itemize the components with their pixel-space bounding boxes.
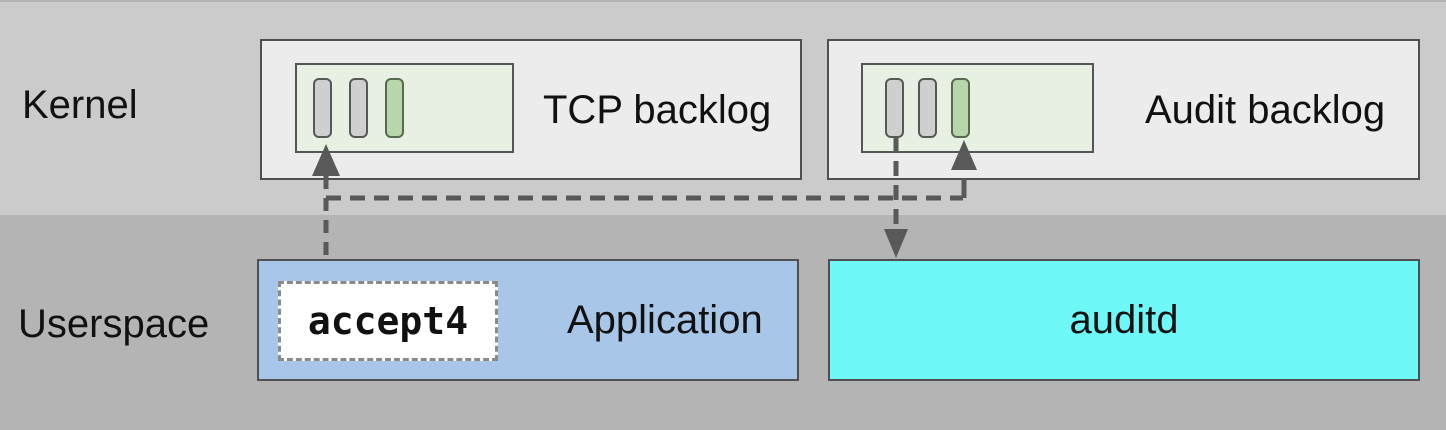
queue-slot-green xyxy=(951,78,970,138)
queue-slot-gray xyxy=(313,78,332,138)
accept4-syscall-box: accept4 xyxy=(278,281,498,361)
queue-slot-gray xyxy=(918,78,937,138)
tcp-backlog-queue xyxy=(295,63,514,153)
auditd-box: auditd xyxy=(828,259,1420,381)
queue-slot-green xyxy=(385,78,404,138)
application-label: Application xyxy=(567,298,763,342)
audit-backlog-label: Audit backlog xyxy=(1145,88,1386,132)
audit-backlog-box: Audit backlog xyxy=(827,39,1420,180)
kernel-band-label: Kernel xyxy=(22,83,138,127)
queue-slot-gray xyxy=(349,78,368,138)
userspace-band-label: Userspace xyxy=(18,302,210,346)
queue-slot-gray xyxy=(885,78,904,138)
audit-backlog-queue xyxy=(861,63,1094,153)
auditd-label: auditd xyxy=(1069,298,1179,342)
accept4-syscall-label: accept4 xyxy=(307,299,469,343)
tcp-backlog-box: TCP backlog xyxy=(260,39,802,180)
tcp-backlog-label: TCP backlog xyxy=(543,88,772,132)
application-box: accept4 Application xyxy=(257,259,799,381)
